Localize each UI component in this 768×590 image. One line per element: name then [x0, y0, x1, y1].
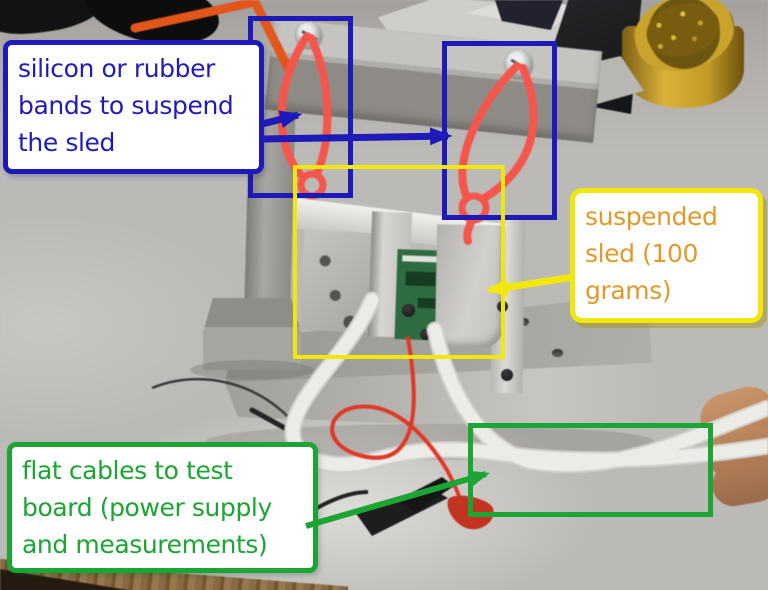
band-tail-right: [463, 216, 476, 245]
red-wire: [330, 336, 464, 507]
arrow-to-left-band: [261, 110, 303, 129]
bolt-head: [402, 304, 415, 317]
post-shadow: [190, 360, 314, 380]
arrow-to-flat-cables: [305, 470, 490, 529]
fixture-post-foot: [203, 298, 301, 370]
orange-cable: [130, 0, 293, 73]
rubber-band-left: [277, 32, 311, 178]
arrow-to-right-band: [261, 127, 453, 146]
arrow-to-sled: [485, 273, 575, 297]
bolt-head: [501, 369, 513, 381]
bolt-head: [420, 329, 431, 340]
flat-cable-b: [428, 323, 768, 472]
thin-black-wire: [151, 377, 299, 429]
rubber-band-right: [458, 62, 521, 199]
callout-sled-note: suspended sled (100 grams): [570, 188, 763, 323]
callout-bands-note: silicon or rubber bands to suspend the s…: [3, 40, 264, 174]
highlight-rect-sled: [293, 165, 505, 359]
rubber-band-left: [307, 34, 332, 175]
base-screw-hole: [552, 349, 563, 357]
highlight-rect-flat-cables: [468, 423, 713, 517]
callout-cables-note: flat cables to test board (power supply …: [7, 442, 318, 573]
